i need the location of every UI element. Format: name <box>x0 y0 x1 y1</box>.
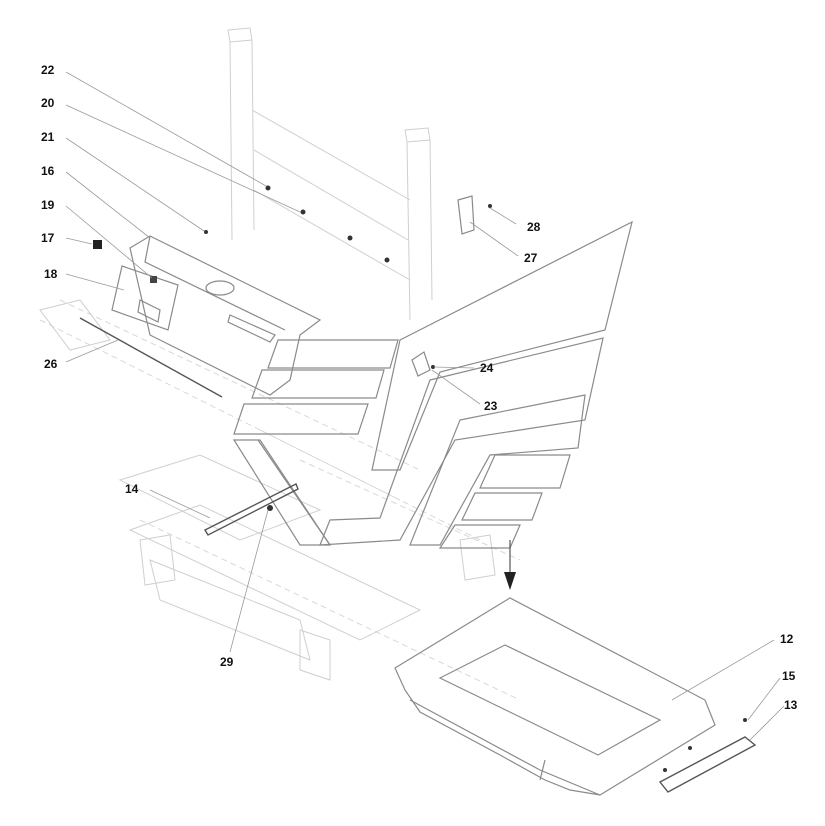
callout-12: 12 <box>780 632 794 646</box>
knob-icon <box>93 240 102 249</box>
callout-29: 29 <box>220 655 234 669</box>
fasteners <box>93 185 747 772</box>
callout-17: 17 <box>41 231 55 245</box>
strip-14 <box>204 483 299 536</box>
leader-lines <box>65 71 785 741</box>
callout-22: 22 <box>41 63 55 77</box>
floor-mat-stack-left <box>233 339 399 435</box>
callout-labels: 22 20 21 16 19 17 18 26 28 27 24 23 14 2… <box>41 63 798 712</box>
callout-18: 18 <box>44 267 58 281</box>
callout-19: 19 <box>41 198 55 212</box>
bracket-27 <box>457 195 475 235</box>
callout-14: 14 <box>125 482 139 496</box>
strip-13 <box>658 736 757 793</box>
callout-28: 28 <box>527 220 541 234</box>
console-housing <box>129 235 322 396</box>
callout-13: 13 <box>784 698 798 712</box>
callout-23: 23 <box>484 399 498 413</box>
rod <box>79 317 223 398</box>
callout-27: 27 <box>524 251 538 265</box>
bracket-24 <box>411 351 431 377</box>
callout-15: 15 <box>782 669 796 683</box>
callout-20: 20 <box>41 96 55 110</box>
floor-plate <box>394 597 716 796</box>
side-panel <box>111 265 179 331</box>
chevron-panels <box>232 220 633 546</box>
callout-24: 24 <box>480 361 494 375</box>
callout-26: 26 <box>44 357 58 371</box>
floor-mat-stack-right <box>438 454 571 549</box>
frame-ghost <box>39 27 521 701</box>
direction-arrow <box>504 540 516 590</box>
callout-16: 16 <box>41 164 55 178</box>
callout-21: 21 <box>41 130 55 144</box>
